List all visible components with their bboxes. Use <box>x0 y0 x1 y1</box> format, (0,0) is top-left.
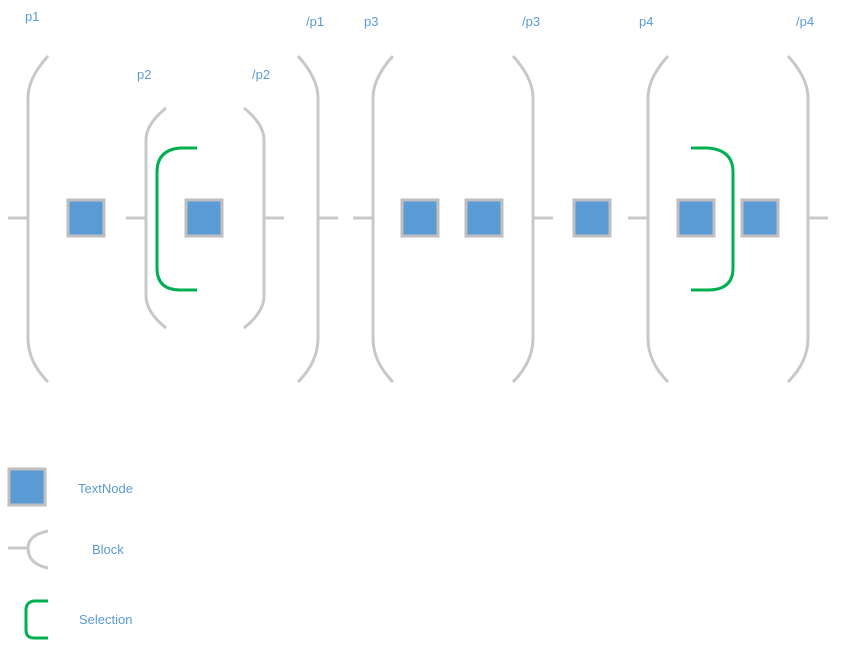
block-p1-open-bracket <box>26 54 50 384</box>
textnodes <box>66 198 780 238</box>
legend-textnode-label: TextNode <box>78 481 133 496</box>
tag-p2-open: p2 <box>137 67 151 82</box>
tag-p3-open: p3 <box>364 14 378 29</box>
block-p1-close-bracket <box>296 54 320 384</box>
textnode <box>572 198 612 238</box>
textnode <box>676 198 716 238</box>
tag-p1-open: p1 <box>25 9 39 24</box>
textnode <box>400 198 440 238</box>
tag-p4-close: /p4 <box>796 14 814 29</box>
block-p2-close-bracket <box>243 106 266 330</box>
block-p4-open-bracket <box>646 54 670 384</box>
legend: TextNode Block Selection <box>7 467 133 640</box>
block-p3-open-bracket <box>371 54 395 384</box>
legend-textnode-swatch <box>7 467 47 507</box>
block-p4-close-bracket <box>786 54 810 384</box>
legend-block-swatch <box>8 529 49 570</box>
tag-p4-open: p4 <box>639 14 653 29</box>
textnode <box>184 198 224 238</box>
tag-p1-close: /p1 <box>306 14 324 29</box>
block-p2-open-bracket <box>144 106 167 330</box>
textnode <box>464 198 504 238</box>
tag-p2-close: /p2 <box>252 67 270 82</box>
legend-selection-label: Selection <box>79 612 132 627</box>
block-p3-close-bracket <box>511 54 535 384</box>
legend-selection-swatch <box>24 599 48 640</box>
tag-p3-close: /p3 <box>522 14 540 29</box>
selection-start-bracket <box>155 146 197 292</box>
textnode <box>66 198 106 238</box>
selection-end-bracket <box>691 146 735 292</box>
legend-block-label: Block <box>92 542 124 557</box>
textnode <box>740 198 780 238</box>
